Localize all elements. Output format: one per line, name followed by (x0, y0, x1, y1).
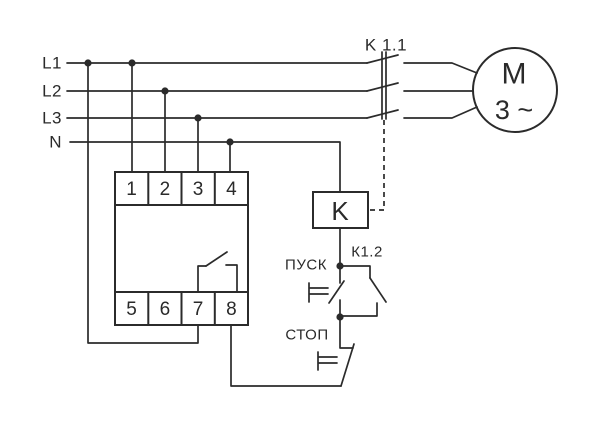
relay-output-contact (197, 251, 238, 293)
stop-lead-top (339, 316, 354, 349)
stop-blade (340, 343, 355, 387)
terminal-6: 6 (160, 299, 171, 320)
junction-n (226, 138, 234, 146)
start-actuator-icon (308, 282, 329, 303)
junction-l3 (194, 114, 202, 122)
junction-dots (84, 59, 344, 321)
terminal-1: 1 (126, 179, 137, 200)
junction-l1-terminal1 (128, 59, 136, 67)
motor-circle (472, 47, 558, 133)
phase-lines: L1 L2 L3 N (42, 54, 368, 193)
relay-contact-blade (205, 251, 228, 267)
junction-l2 (161, 87, 169, 95)
label-l1: L1 (42, 54, 62, 73)
terminal-5: 5 (126, 299, 137, 320)
aux-lead-bottom (339, 302, 378, 317)
relay-contact-lead-8 (225, 264, 238, 293)
aux-blade (369, 277, 387, 303)
terminal-2: 2 (160, 179, 171, 200)
wire-motor-phase1 (403, 62, 478, 74)
relay-body (114, 204, 249, 293)
terminal-strip-top-dividers (147, 171, 216, 206)
motor-feed-wires (403, 62, 478, 119)
stop-button: СТОП (285, 316, 355, 387)
terminal-8: 8 (226, 299, 237, 320)
stop-actuator-icon (317, 351, 338, 371)
junction-start-bottom (336, 313, 344, 321)
linkage-to-coil-dashed (368, 120, 385, 211)
motor: M 3 ~ (472, 47, 558, 133)
relay-device: 1 2 3 4 5 6 7 8 (114, 171, 249, 326)
motor-letter: M (502, 58, 527, 91)
wire-l1-to-terminal7 (87, 62, 199, 344)
label-k11: K 1.1 (365, 36, 407, 55)
terminal-strip-bottom-dividers (147, 291, 216, 326)
terminal-4: 4 (226, 179, 237, 200)
start-button: ПУСК (285, 257, 345, 318)
wire-motor-phase3 (403, 106, 478, 119)
wire-n (69, 141, 341, 193)
motor-phase: 3 ~ (495, 95, 533, 125)
label-n: N (49, 133, 62, 152)
contactor-coil: K (312, 191, 369, 267)
label-start: ПУСК (285, 257, 327, 274)
relay-contact-lead-7 (197, 265, 207, 293)
label-l3: L3 (42, 109, 62, 128)
label-stop: СТОП (285, 327, 328, 344)
start-blade (328, 280, 345, 304)
junction-start-top (336, 262, 344, 270)
terminal-drop-wires (87, 62, 342, 387)
wire-terminal8-to-stop (230, 324, 342, 387)
main-contacts-k11: K 1.1 (365, 36, 407, 211)
coil-letter: K (331, 196, 349, 226)
terminal-7: 7 (193, 299, 204, 320)
junction-l1-left (84, 59, 92, 67)
label-l2: L2 (42, 82, 62, 101)
terminal-3: 3 (193, 179, 204, 200)
aux-lead-top (339, 265, 371, 279)
aux-contact-k12: К1.2 (339, 244, 387, 317)
label-k12: К1.2 (351, 244, 383, 261)
